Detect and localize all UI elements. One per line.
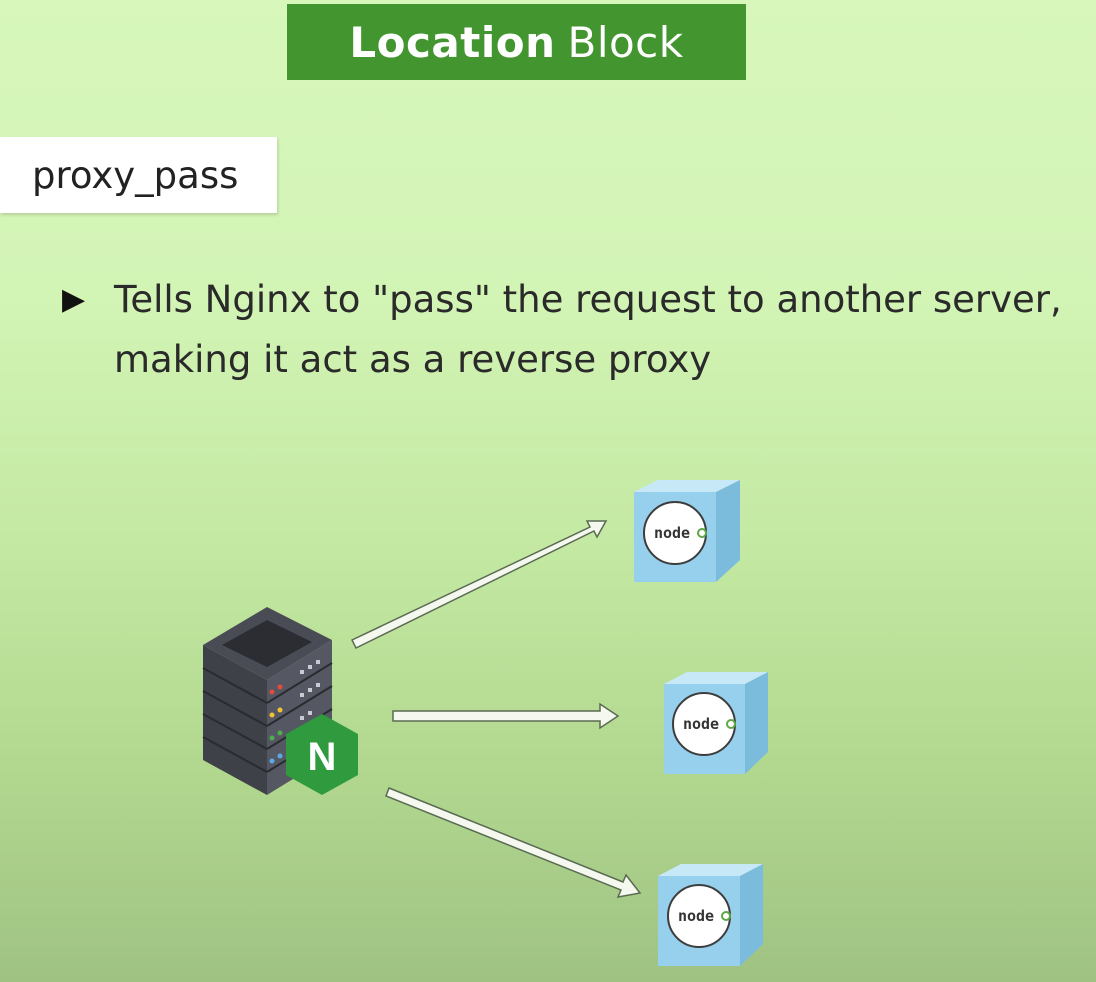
slide-title: Location Block bbox=[287, 4, 746, 80]
node-label-1: node bbox=[654, 524, 690, 542]
title-rest: Block bbox=[567, 17, 684, 67]
node-cube-2: node bbox=[664, 672, 768, 774]
node-cube-1: node bbox=[634, 480, 740, 582]
nginx-server-icon bbox=[202, 607, 333, 795]
arrow-to-node-3 bbox=[385, 787, 642, 898]
bullet-point: ▶ Tells Nginx to "pass" the request to a… bbox=[62, 270, 1092, 390]
node-label-2: node bbox=[683, 715, 719, 733]
arrow-to-node-1 bbox=[350, 520, 608, 650]
nginx-badge-letter: N bbox=[308, 735, 337, 779]
bullet-line-2: making it act as a reverse proxy bbox=[114, 338, 712, 381]
bullet-line-1: Tells Nginx to "pass" the request to ano… bbox=[114, 278, 1062, 321]
bullet-triangle-icon: ▶ bbox=[62, 282, 86, 317]
node-cube-3: node bbox=[658, 864, 763, 966]
directive-label: proxy_pass bbox=[0, 137, 277, 213]
node-label-3: node bbox=[678, 907, 714, 925]
nginx-badge-icon: N bbox=[286, 714, 358, 795]
title-bold: Location bbox=[349, 17, 556, 67]
arrow-to-node-2 bbox=[392, 702, 620, 730]
